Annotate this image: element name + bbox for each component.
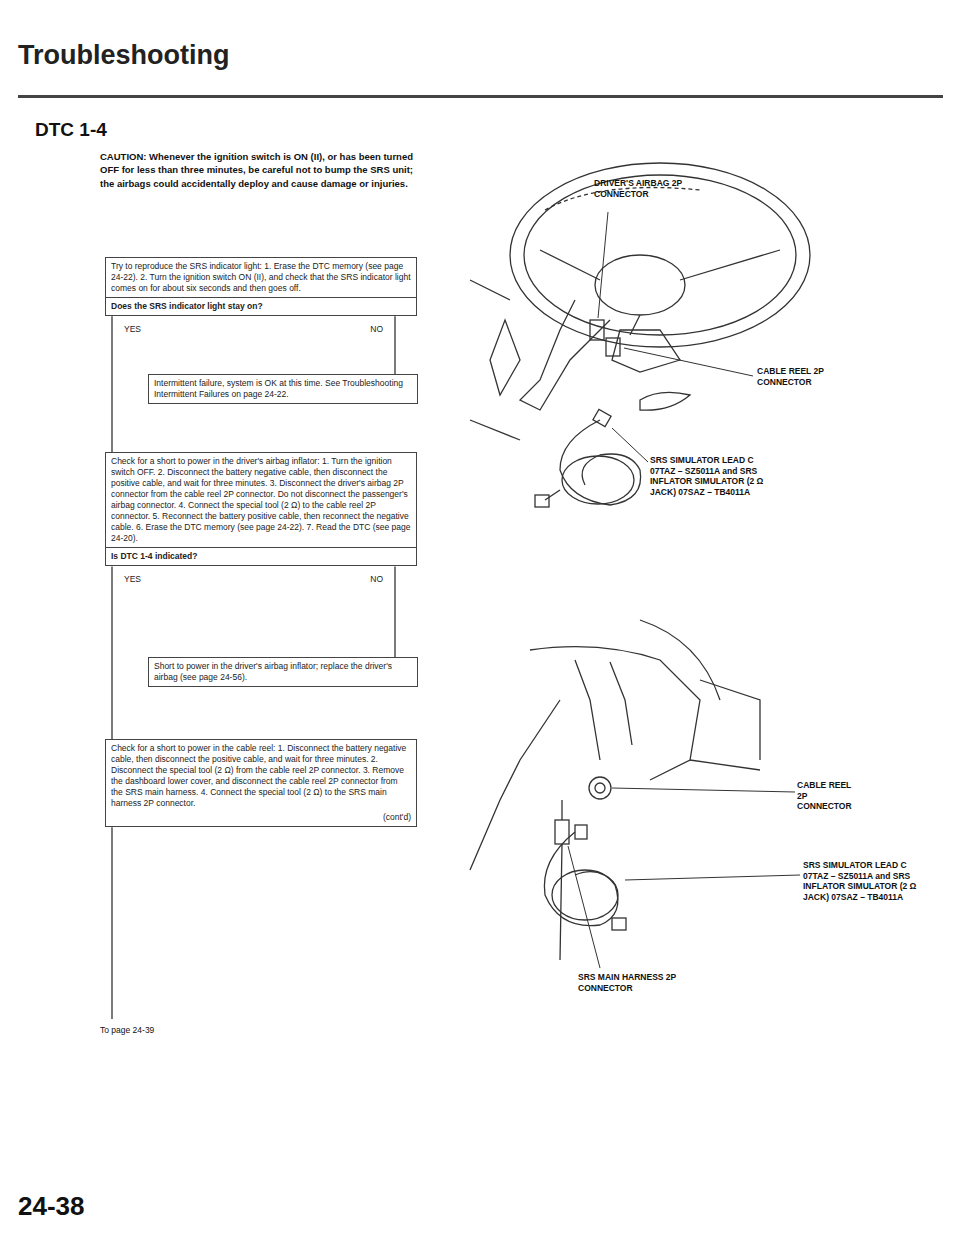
driver-airbag-connector bbox=[590, 320, 604, 340]
illustration-stroke bbox=[624, 348, 753, 376]
illustration-stroke bbox=[544, 832, 617, 926]
illustration-stroke bbox=[555, 820, 569, 844]
leader-lines bbox=[598, 212, 753, 462]
continued-note: (cont'd) bbox=[106, 812, 416, 826]
part-label: CABLE REEL 2P CONNECTOR bbox=[757, 366, 857, 387]
question-text: Does the SRS indicator light stay on? bbox=[106, 297, 416, 315]
illustration-stroke bbox=[535, 495, 549, 507]
branch-label: YES bbox=[122, 324, 143, 334]
step-text: Try to reproduce the SRS indicator light… bbox=[106, 258, 416, 297]
step-text: Short to power in the driver's airbag in… bbox=[149, 658, 417, 686]
page-title: Troubleshooting bbox=[18, 40, 229, 71]
branch-label: YES bbox=[122, 574, 143, 584]
illustration-stroke bbox=[470, 700, 560, 870]
part-label: SRS SIMULATOR LEAD C 07TAZ – SZ5011A and… bbox=[803, 860, 923, 903]
section-heading: DTC 1-4 bbox=[35, 118, 235, 142]
flow-line bbox=[111, 566, 112, 739]
decision-box: Try to reproduce the SRS indicator light… bbox=[105, 257, 417, 316]
part-label: SRS SIMULATOR LEAD C 07TAZ – SZ5011A and… bbox=[650, 455, 770, 498]
illustration-stroke bbox=[560, 420, 641, 505]
illustration-stroke bbox=[562, 456, 634, 504]
cable-reel-connector bbox=[606, 338, 620, 356]
illustration-stroke bbox=[575, 825, 587, 839]
flow-line bbox=[394, 316, 395, 374]
illustration-stroke bbox=[540, 250, 780, 335]
branch-label: NO bbox=[368, 574, 385, 584]
flow-line bbox=[111, 316, 112, 452]
dashboard-lower bbox=[470, 620, 760, 870]
process-box: Short to power in the driver's airbag in… bbox=[148, 657, 418, 687]
question-text: Is DTC 1-4 indicated? bbox=[106, 547, 416, 565]
illustration-stroke bbox=[640, 392, 690, 410]
cable-reel-connector-lower bbox=[589, 777, 611, 799]
illustration-stroke bbox=[593, 409, 611, 426]
branch-label: NO bbox=[368, 324, 385, 334]
main-harness-connector bbox=[555, 800, 569, 960]
illustration-stroke bbox=[530, 647, 700, 780]
illustration-stroke bbox=[598, 212, 608, 318]
illustration-stroke bbox=[612, 788, 795, 792]
process-box: Intermittent failure, system is OK at th… bbox=[148, 374, 418, 404]
part-label: CAUTION: Whenever the ignition switch is… bbox=[100, 150, 422, 190]
header-rule bbox=[18, 95, 943, 98]
part-label: CABLE REEL 2P CONNECTOR bbox=[797, 780, 857, 812]
illustration-stroke bbox=[612, 918, 626, 930]
page-number: 24-38 bbox=[18, 1190, 168, 1223]
steering-column bbox=[470, 280, 690, 440]
process-box: Check for a short to power in the cable … bbox=[105, 739, 417, 827]
illustration-stroke bbox=[690, 680, 760, 770]
srs-simulator-lead bbox=[535, 409, 641, 507]
step-text: Intermittent failure, system is OK at th… bbox=[149, 375, 417, 403]
illustration-stroke bbox=[640, 620, 720, 700]
part-label: To page 24-39 bbox=[100, 1025, 220, 1036]
step-text: Check for a short to power in the cable … bbox=[106, 740, 416, 812]
illustration-stroke bbox=[510, 163, 810, 347]
flow-line bbox=[394, 566, 395, 657]
leader-lines-lower bbox=[568, 788, 800, 968]
illustration-stroke bbox=[520, 300, 610, 410]
illustration-stroke bbox=[595, 255, 685, 315]
step-text: Check for a short to power in the driver… bbox=[106, 453, 416, 547]
illustration-stroke bbox=[470, 280, 520, 440]
continuation-line bbox=[111, 827, 112, 1019]
illustration-stroke bbox=[612, 330, 680, 372]
illustration-stroke bbox=[490, 320, 520, 395]
illustration-stroke bbox=[568, 846, 600, 968]
illustration-stroke bbox=[589, 777, 611, 799]
steering-wheel bbox=[510, 163, 810, 347]
srs-simulator-lead-lower bbox=[544, 825, 626, 930]
illustration-stroke bbox=[612, 428, 648, 462]
part-label: SRS MAIN HARNESS 2P CONNECTOR bbox=[578, 972, 708, 993]
illustration-stroke bbox=[524, 175, 796, 335]
illustration-stroke bbox=[575, 660, 632, 760]
illustration-stroke bbox=[606, 338, 620, 356]
illustration-stroke bbox=[590, 320, 604, 340]
illustration-stroke bbox=[595, 783, 605, 793]
illustration-stroke bbox=[625, 875, 800, 880]
illustration-stroke bbox=[560, 800, 562, 960]
part-label: DRIVER'S AIRBAG 2P CONNECTOR bbox=[594, 178, 704, 199]
decision-box: Check for a short to power in the driver… bbox=[105, 452, 417, 566]
